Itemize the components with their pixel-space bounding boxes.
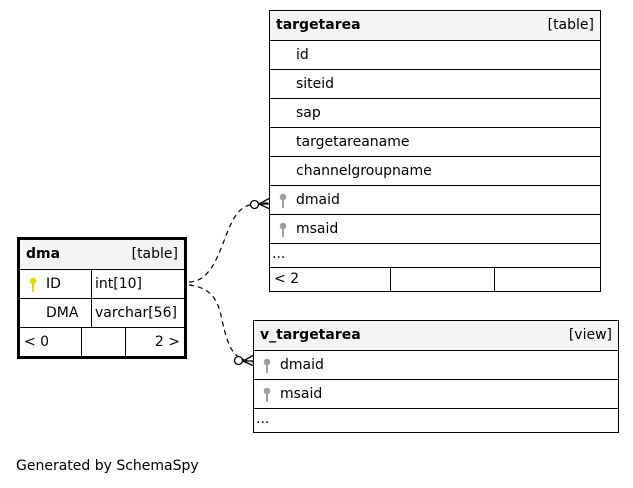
column-row[interactable]: sap: [270, 98, 600, 127]
column-type: int[10]: [95, 276, 142, 292]
table-name[interactable]: v_targetarea: [260, 327, 361, 343]
generated-by-footer: Generated by SchemaSpy: [16, 458, 199, 474]
column-row[interactable]: channelgroupname: [270, 156, 600, 185]
table-v-targetarea[interactable]: v_targetarea [view] dmaid msaid ...: [253, 320, 619, 433]
relationship-dma-to-targetarea: [188, 202, 271, 283]
nav-children-count[interactable]: 2 >: [154, 334, 180, 350]
more-columns-ellipsis[interactable]: ...: [254, 408, 618, 432]
nav-children-count: [495, 268, 600, 291]
nav-parents-count[interactable]: < 2: [270, 268, 391, 291]
column-name[interactable]: dmaid: [296, 192, 340, 208]
column-name[interactable]: ID: [46, 276, 61, 292]
column-name[interactable]: msaid: [296, 221, 339, 237]
foreign-key-icon: [279, 193, 287, 208]
column-row[interactable]: dmaid: [270, 185, 600, 214]
column-name[interactable]: siteid: [296, 76, 335, 92]
column-name[interactable]: channelgroupname: [296, 163, 432, 179]
column-row[interactable]: id: [270, 40, 600, 69]
table-name[interactable]: dma: [26, 246, 61, 262]
more-columns-ellipsis[interactable]: ...: [270, 243, 600, 267]
crowfoot-targetarea-dmaid: [249, 197, 271, 210]
table-kind: [table]: [547, 17, 594, 33]
column-row[interactable]: msaid: [254, 379, 618, 408]
table-nav-row: < 2: [270, 267, 600, 291]
nav-spacer: [82, 328, 126, 356]
column-row[interactable]: msaid: [270, 214, 600, 243]
relationship-dma-to-v-targetarea: [188, 284, 255, 363]
column-name[interactable]: sap: [296, 105, 321, 121]
table-header[interactable]: targetarea [table]: [270, 11, 600, 40]
table-kind: [view]: [568, 327, 612, 343]
table-nav-row: < 0 2 >: [20, 327, 184, 356]
nav-parents-count[interactable]: < 0: [20, 328, 82, 356]
column-row[interactable]: DMA varchar[56]: [20, 298, 184, 327]
foreign-key-icon: [263, 387, 271, 402]
primary-key-icon: [29, 277, 37, 292]
nav-spacer: [391, 268, 495, 291]
table-dma[interactable]: dma [table] ID int[10] DMA varchar[56] <…: [17, 237, 187, 359]
table-header[interactable]: dma [table]: [20, 240, 184, 269]
column-name[interactable]: id: [296, 47, 309, 63]
table-kind: [table]: [131, 246, 178, 262]
table-targetarea[interactable]: targetarea [table] id siteid sap targeta…: [269, 10, 601, 292]
table-header[interactable]: v_targetarea [view]: [254, 321, 618, 350]
column-type: varchar[56]: [95, 305, 177, 321]
column-row[interactable]: targetareaname: [270, 127, 600, 156]
column-name[interactable]: targetareaname: [296, 134, 410, 150]
column-name[interactable]: DMA: [46, 305, 79, 321]
column-row[interactable]: siteid: [270, 69, 600, 98]
table-name[interactable]: targetarea: [276, 17, 361, 33]
column-row[interactable]: ID int[10]: [20, 269, 184, 298]
crowfoot-v-targetarea-dmaid: [233, 354, 255, 367]
foreign-key-icon: [263, 358, 271, 373]
column-name[interactable]: dmaid: [280, 357, 324, 373]
foreign-key-icon: [279, 222, 287, 237]
column-row[interactable]: dmaid: [254, 350, 618, 379]
column-name[interactable]: msaid: [280, 386, 323, 402]
